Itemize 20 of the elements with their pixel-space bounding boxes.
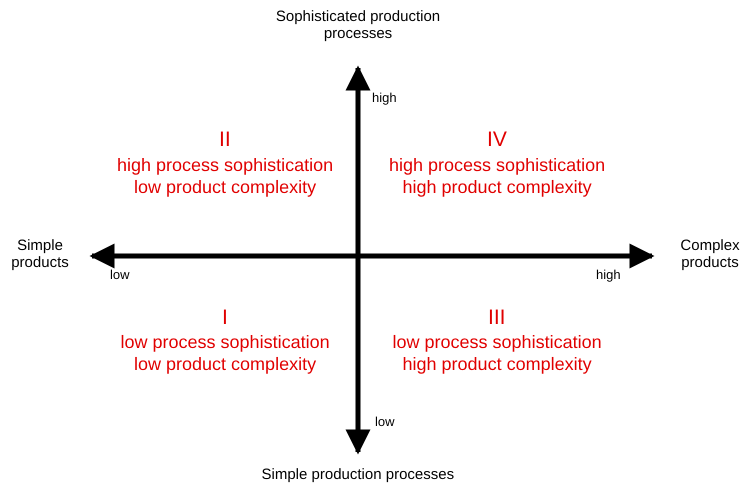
quadrant-numeral: II bbox=[219, 128, 231, 152]
quadrant-description: low product complexity bbox=[134, 177, 316, 198]
axis-label: Simple production processes bbox=[262, 466, 454, 484]
quadrant-description: low process sophistication bbox=[392, 332, 602, 353]
axis-label: Simple products bbox=[10, 237, 70, 272]
axis-label: Complex products bbox=[679, 237, 741, 272]
tick-label: high bbox=[372, 91, 397, 106]
quadrant-description: high process sophistication bbox=[117, 155, 334, 176]
tick-label: low bbox=[110, 268, 130, 283]
tick-label: high bbox=[596, 268, 621, 283]
quadrant-numeral: IV bbox=[487, 128, 507, 152]
quadrant-numeral: III bbox=[488, 306, 506, 330]
quadrant-description: low product complexity bbox=[134, 354, 316, 375]
quadrant-description: high product complexity bbox=[402, 177, 592, 198]
tick-label: low bbox=[375, 415, 395, 430]
axis-label: Sophisticated production processes bbox=[274, 8, 442, 42]
quadrant-description: high process sophistication bbox=[389, 155, 606, 176]
quadrant-numeral: I bbox=[222, 306, 228, 330]
quadrant-description: low process sophistication bbox=[120, 332, 330, 353]
quadrant-description: high product complexity bbox=[402, 354, 592, 375]
